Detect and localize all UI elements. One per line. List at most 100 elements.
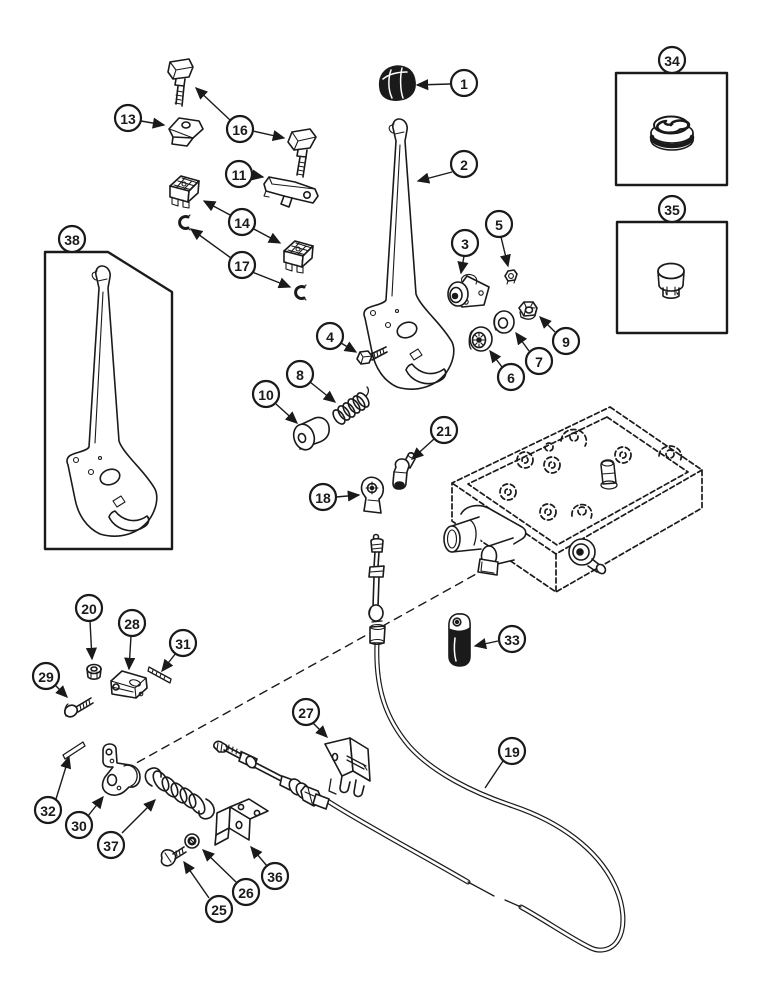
callout-36-number: 36	[267, 869, 283, 885]
callout-37-circle	[96, 830, 126, 860]
callout-13-circle	[113, 103, 143, 133]
callout-7-number: 7	[535, 354, 543, 370]
callout-29-number: 29	[38, 669, 54, 685]
inset-box-38	[43, 250, 174, 551]
part-31-pin	[147, 666, 172, 684]
callout-27: 27	[291, 697, 328, 738]
part-35-plug	[657, 262, 685, 299]
callout-1: 1	[415, 68, 479, 98]
part-3-pivot-bracket	[447, 273, 490, 308]
callout-35-circle	[657, 194, 687, 224]
part-37-spring	[144, 767, 215, 820]
callout-27-circle	[291, 697, 321, 727]
part-4-bolt	[356, 346, 388, 365]
callout-38-number: 38	[64, 232, 80, 248]
callout-14-leader	[251, 227, 282, 244]
callout-8: 8	[285, 359, 337, 403]
callout-27-number: 27	[298, 705, 314, 721]
callout-19: 19	[484, 736, 527, 789]
case-front-boss	[568, 538, 607, 575]
part-34-grommet	[649, 115, 695, 151]
callout-19-number: 19	[504, 744, 520, 760]
callout-18-circle	[308, 482, 338, 512]
callout-9: 9	[539, 316, 581, 356]
callout-7-circle	[524, 346, 554, 376]
callout-16: 16	[194, 87, 286, 144]
part-19-control-cable	[213, 533, 626, 953]
part-32-pin	[62, 741, 86, 760]
cable-lower-end-fittings	[213, 740, 330, 810]
callout-7: 7	[515, 331, 554, 376]
callout-16-leader	[194, 87, 231, 121]
part-33-cap	[448, 613, 471, 667]
callout-14: 14	[202, 200, 282, 244]
callout-layer: 1234567891011131416171819202125262728293…	[31, 45, 687, 924]
callout-10-circle	[251, 379, 281, 409]
callout-26-leader	[201, 849, 237, 883]
callout-11-leader	[250, 169, 265, 181]
callout-1-number: 1	[460, 76, 468, 92]
callout-33-number: 33	[504, 632, 520, 648]
callout-37-number: 37	[103, 838, 119, 854]
callout-2-number: 2	[460, 157, 468, 173]
case-shaft-assembly	[443, 504, 527, 576]
part-16-wing-bolt-upper	[167, 58, 194, 107]
part-10-spacer	[292, 416, 330, 451]
callout-18-leader	[335, 490, 361, 502]
callout-17-leader	[189, 228, 232, 259]
callout-4-leader	[340, 341, 358, 353]
part-25-bolt	[160, 846, 187, 867]
callout-37-leader	[121, 799, 156, 834]
callout-34-circle	[657, 45, 687, 75]
cable-inner-wire-tip-lower	[467, 881, 495, 897]
callout-13-number: 13	[120, 111, 136, 127]
callout-17-number: 17	[234, 258, 250, 274]
callout-9-number: 9	[562, 334, 570, 350]
callout-16-circle	[225, 114, 255, 144]
callout-30-number: 30	[71, 818, 87, 834]
callout-14-leader	[202, 200, 233, 217]
callout-27-leader	[312, 722, 328, 738]
callout-20-leader	[85, 620, 98, 661]
callout-8-circle	[285, 359, 315, 389]
part-30-lever	[101, 743, 141, 796]
callout-19-leader	[484, 760, 504, 789]
callout-8-number: 8	[296, 367, 304, 383]
callout-38-circle	[57, 224, 87, 254]
callout-36: 36	[250, 845, 290, 891]
callout-17-leader	[251, 271, 292, 289]
callout-26-circle	[231, 877, 261, 907]
callout-25-number: 25	[211, 902, 227, 918]
callout-2-circle	[449, 149, 479, 179]
callout-1-leader	[415, 79, 451, 91]
part-8-spring	[332, 386, 370, 425]
callout-3: 3	[450, 228, 480, 275]
part-14-serrated-block-upper	[169, 175, 200, 209]
callout-30-circle	[64, 810, 94, 840]
callout-38: 38	[57, 224, 87, 254]
callout-34-number: 34	[664, 53, 680, 69]
callout-20: 20	[74, 593, 104, 661]
callout-4-circle	[315, 321, 345, 351]
part-21-elbow-fitting	[392, 451, 416, 490]
callout-33-leader	[473, 638, 499, 650]
callout-5-number: 5	[495, 217, 503, 233]
part-5-nut	[504, 269, 518, 285]
callout-25-circle	[204, 894, 234, 924]
callout-29: 29	[31, 661, 68, 698]
callout-5-leader	[499, 236, 511, 268]
callout-25-leader	[183, 860, 210, 899]
cable-inner-wire-tip-upper	[504, 899, 522, 908]
callout-33: 33	[473, 624, 527, 654]
callout-32-circle	[33, 795, 63, 825]
callout-28-number: 28	[124, 616, 140, 632]
callout-36-circle	[260, 861, 290, 891]
callout-2-leader	[416, 171, 453, 184]
part-7-washer	[493, 310, 515, 334]
callout-18: 18	[308, 482, 361, 512]
callout-10-number: 10	[258, 387, 274, 403]
callout-32-number: 32	[40, 803, 56, 819]
callout-11-number: 11	[232, 167, 247, 183]
part-18-clevis	[360, 476, 385, 514]
